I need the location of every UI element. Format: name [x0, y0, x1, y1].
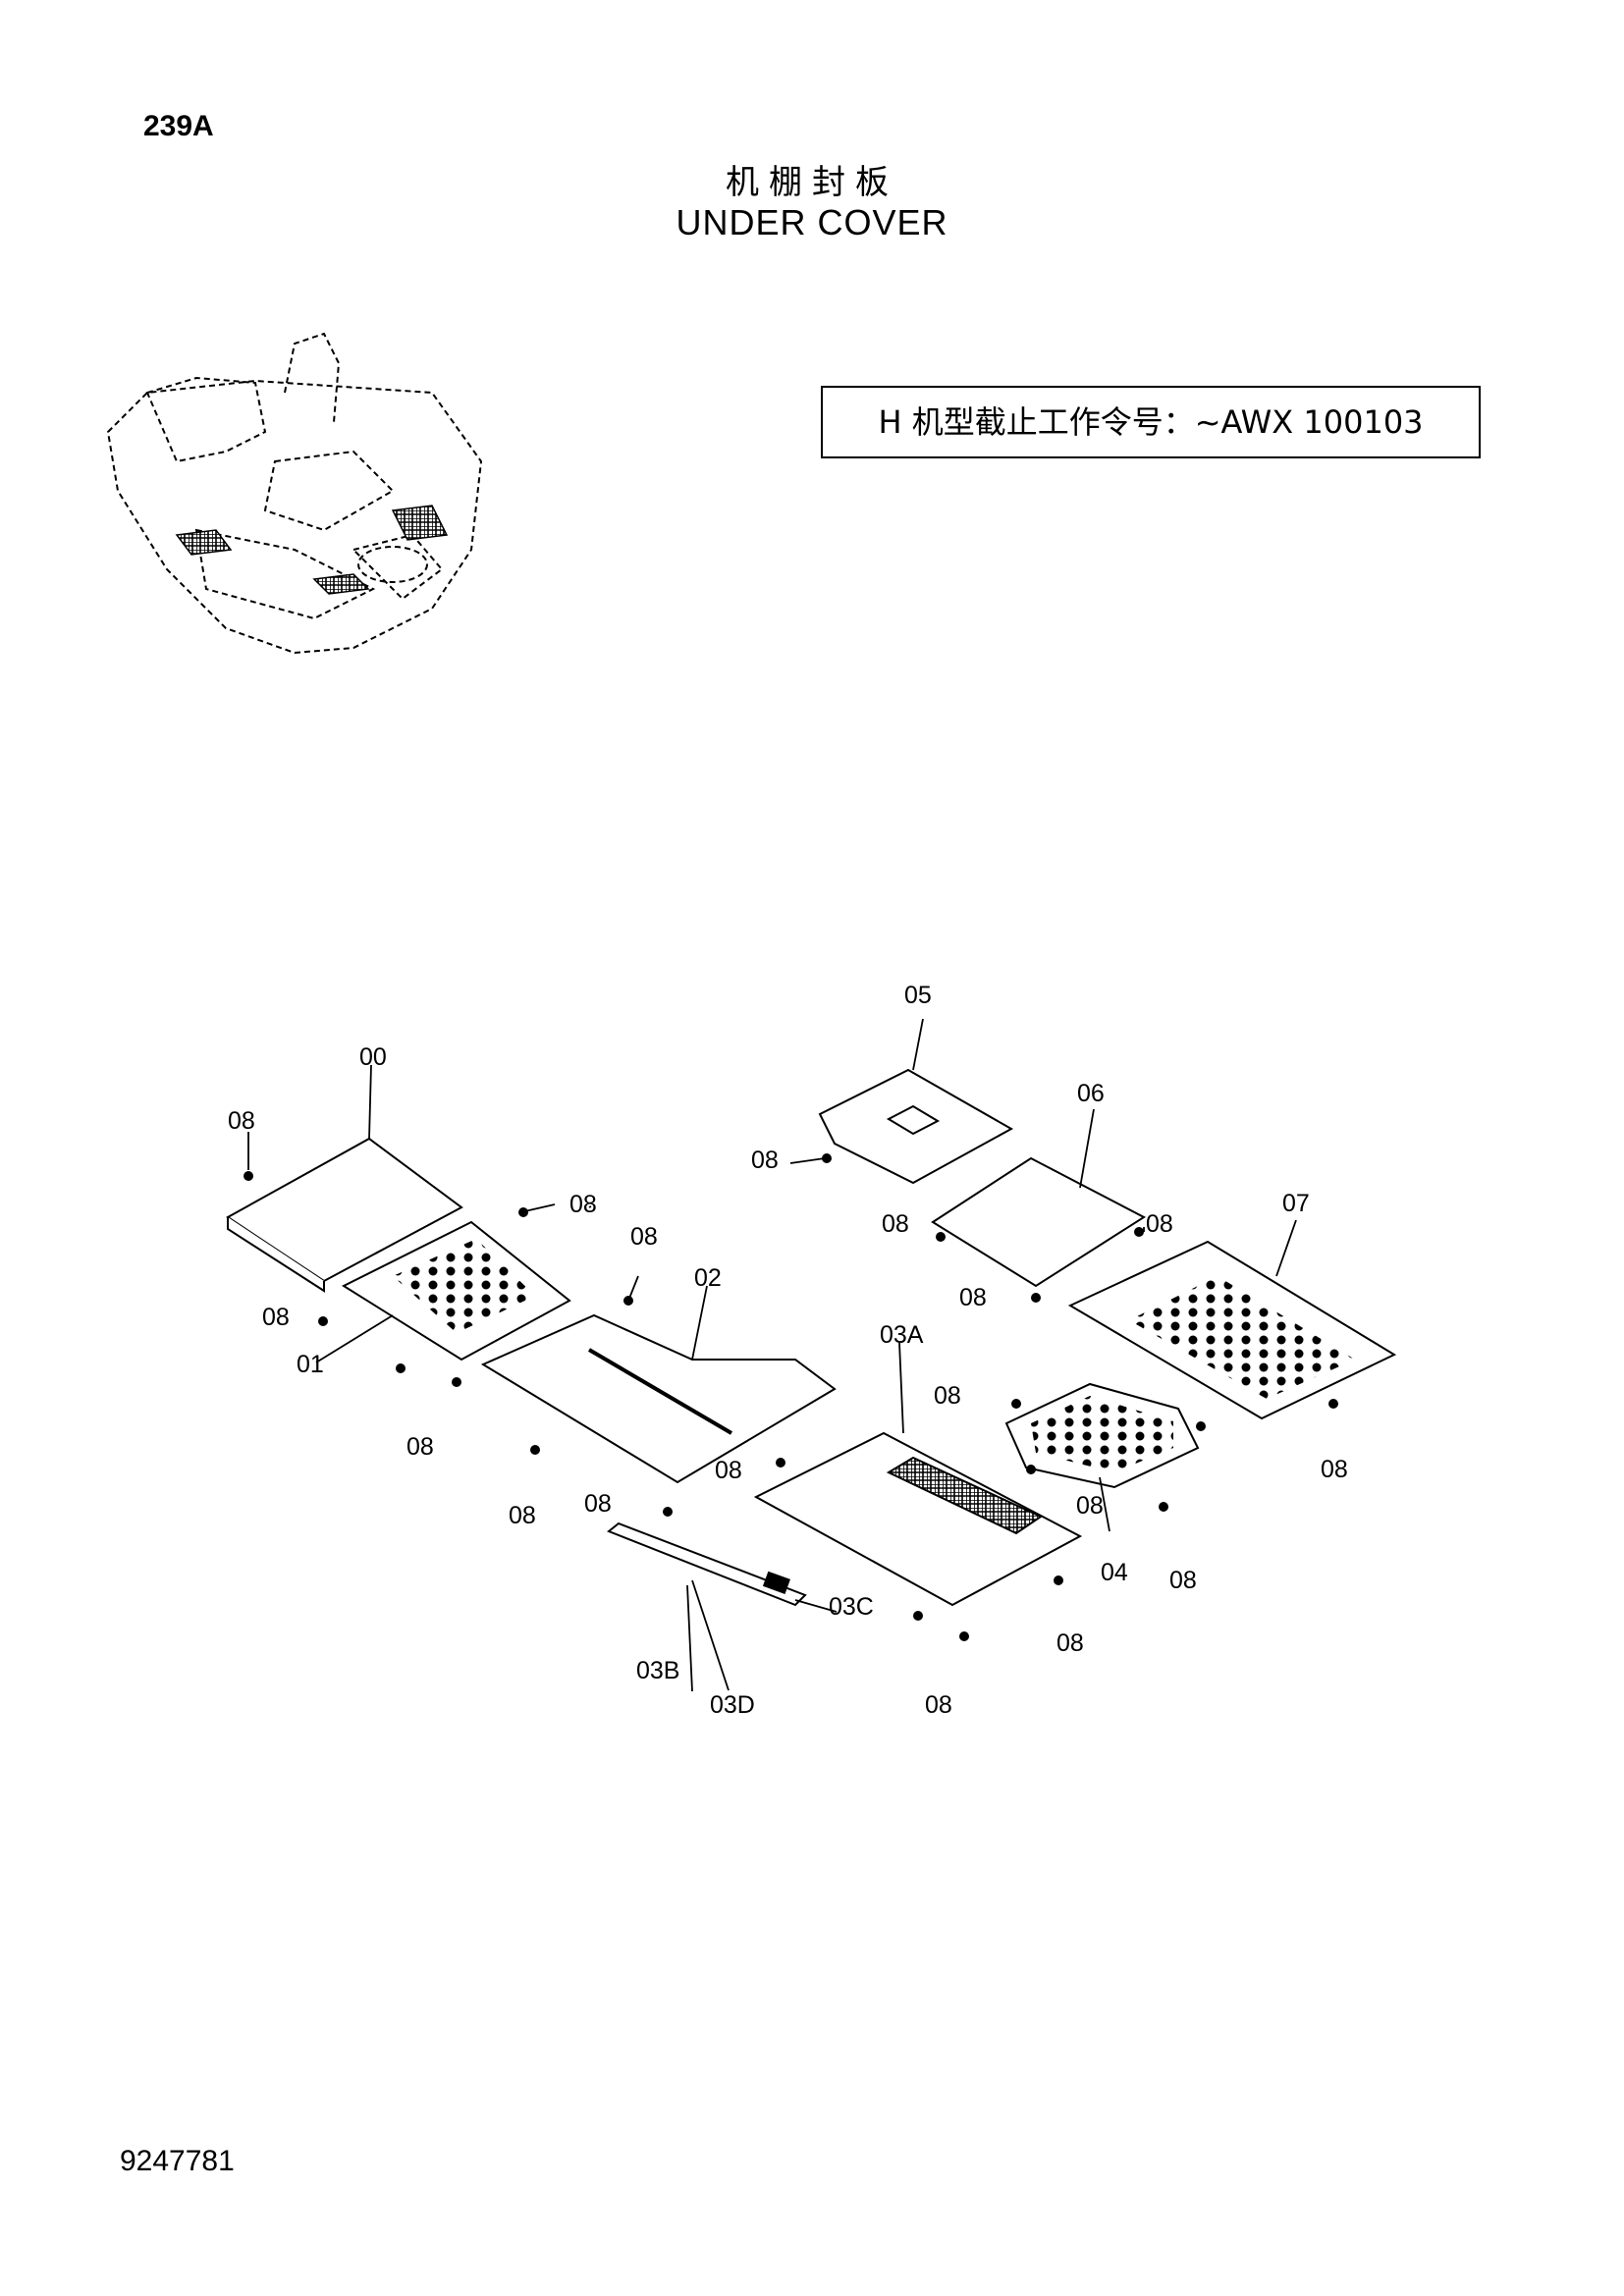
title-chinese: 机棚封板	[726, 163, 898, 202]
callout-08: 08	[959, 1284, 987, 1311]
leader-lines	[247, 1018, 1297, 1692]
cover-plate-03A	[753, 1431, 1083, 1607]
callout-02: 02	[694, 1264, 722, 1292]
callout-08: 08	[406, 1433, 434, 1461]
callout-05: 05	[904, 982, 932, 1009]
cover-plate-02	[480, 1313, 837, 1484]
overview-grill-marks	[175, 505, 449, 595]
document-number: 9247781	[120, 2145, 235, 2177]
callout-08: 08	[934, 1382, 961, 1410]
cover-plate-00	[226, 1137, 463, 1293]
callout-08: 08	[751, 1147, 779, 1174]
callout-08: 08	[1076, 1492, 1104, 1520]
callout-labels: 00 01 02 03A 03B 03C 03D 04 05 06 07 08 …	[228, 982, 1348, 1719]
callout-08: 08	[925, 1691, 952, 1719]
rail-03B	[607, 1522, 807, 1607]
callout-08: 08	[1169, 1567, 1197, 1594]
callout-03A: 03A	[880, 1321, 924, 1349]
callout-03D: 03D	[710, 1691, 755, 1719]
title-english: UNDER COVER	[676, 202, 948, 242]
callout-08: 08	[584, 1490, 612, 1518]
callout-08: 08	[228, 1107, 255, 1135]
callout-08: 08	[1321, 1456, 1348, 1483]
callout-03C: 03C	[829, 1593, 874, 1621]
serial-notice-box: H 机型截止工作令号：~AWX 100103	[821, 386, 1481, 458]
callout-07: 07	[1282, 1190, 1310, 1217]
callout-08: 08	[569, 1191, 597, 1218]
callout-08: 08	[1146, 1210, 1173, 1238]
callout-08: 08	[509, 1502, 536, 1529]
callout-06: 06	[1077, 1080, 1105, 1107]
fastener-markers	[244, 1153, 1338, 1641]
cover-plate-06	[931, 1156, 1146, 1288]
callout-04: 04	[1101, 1559, 1128, 1586]
page-number: 239A	[143, 110, 214, 142]
perforated-plate-07	[1067, 1240, 1397, 1420]
callout-08: 08	[630, 1223, 658, 1251]
perforated-plate-01	[341, 1220, 571, 1362]
machine-overview-sketch	[106, 332, 483, 655]
callout-08: 08	[1056, 1629, 1084, 1657]
callout-00: 00	[359, 1043, 387, 1071]
cover-plate-05	[818, 1068, 1014, 1185]
callout-08: 08	[262, 1304, 290, 1331]
callout-08: 08	[882, 1210, 909, 1238]
callout-08: 08	[715, 1457, 742, 1484]
perforated-plate-04	[1004, 1382, 1200, 1489]
callout-01: 01	[297, 1351, 324, 1378]
callout-03B: 03B	[636, 1657, 679, 1684]
